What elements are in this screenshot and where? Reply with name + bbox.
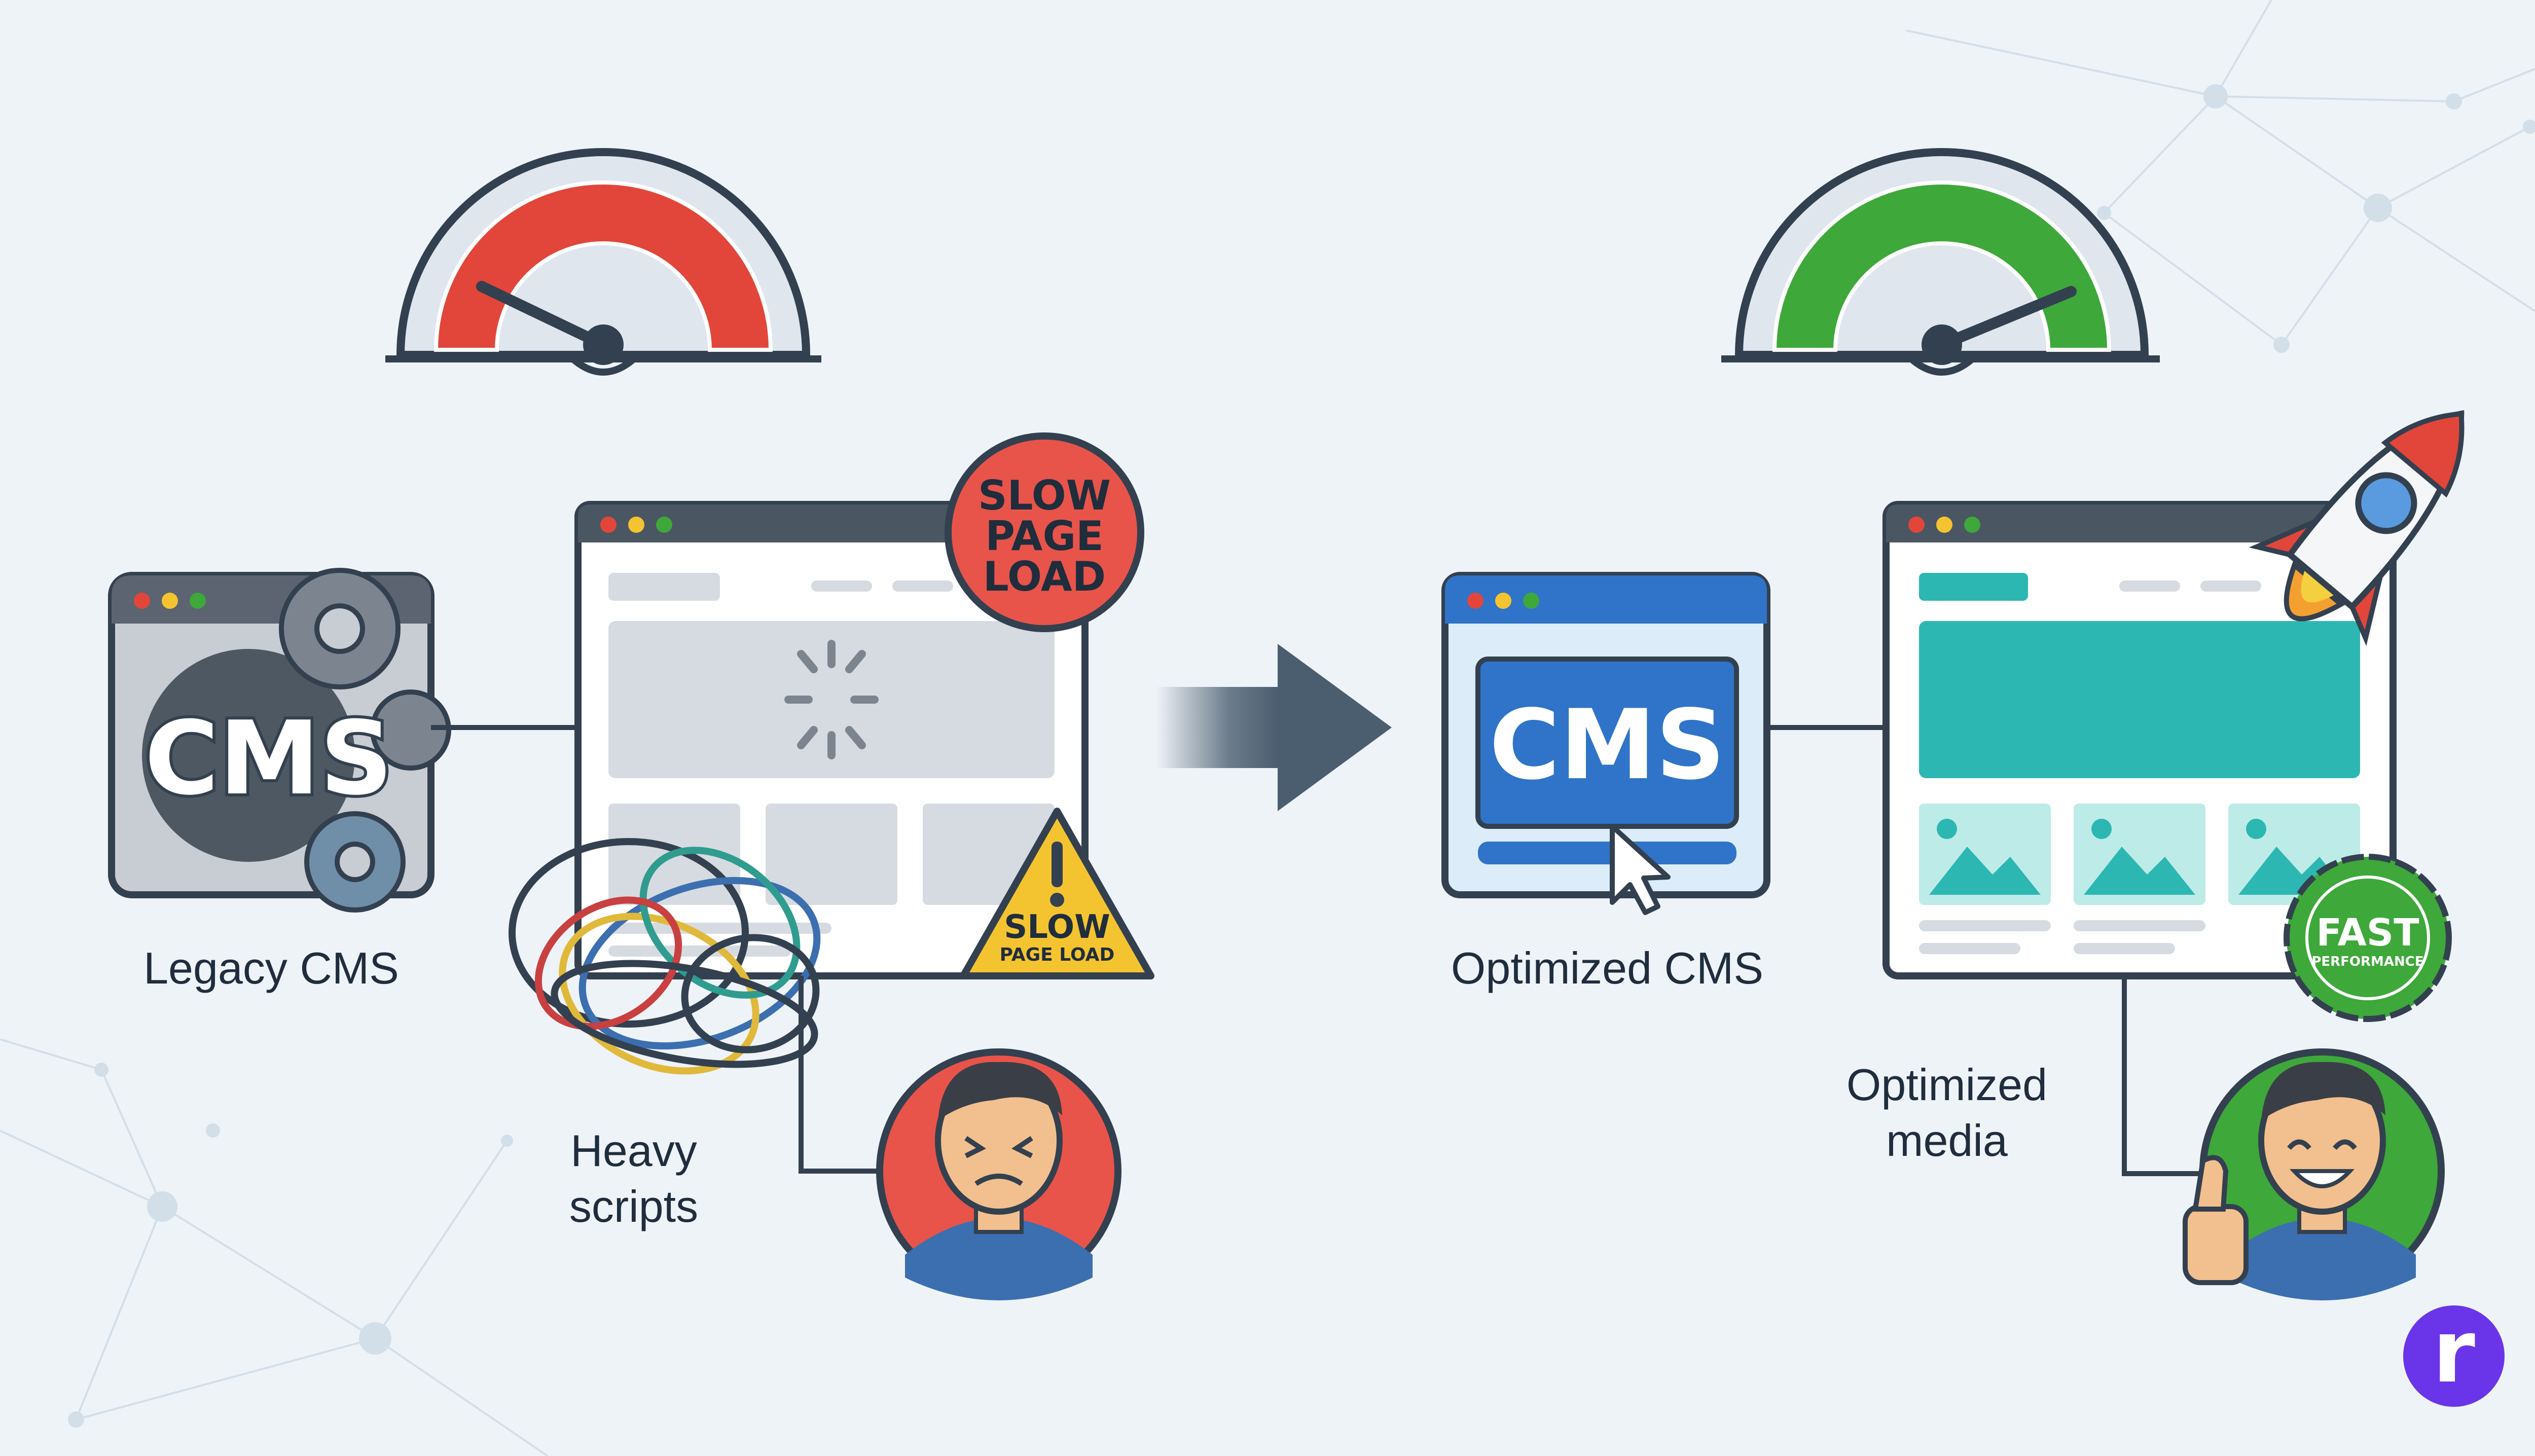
legacy-cms-icon-text: CMS <box>144 700 393 818</box>
sad-face-icon <box>876 1048 1121 1300</box>
fast-badge-line1: FAST <box>2316 911 2419 955</box>
optimized-cms-icon-text: CMS <box>1489 689 1725 801</box>
loading-spinner-icon <box>784 640 879 759</box>
fast-performance-badge: FAST PERFORMANCE <box>2284 854 2452 1022</box>
brand-logo-icon: r <box>2403 1302 2505 1407</box>
speedometer-fast-icon <box>1721 148 2160 376</box>
slow-page-load-badge: SLOW PAGE LOAD <box>945 432 1144 632</box>
heavy-scripts-label-line1: Heavy <box>570 1125 697 1176</box>
slow-badge-line1: SLOW <box>978 472 1111 519</box>
image-icon <box>2074 804 2205 905</box>
cursor-icon <box>1610 824 1671 915</box>
arrow-right-icon <box>1156 644 1392 811</box>
heavy-scripts-label-line2: scripts <box>569 1181 698 1231</box>
optimized-cms-label: Optimized CMS <box>1451 943 1763 993</box>
slow-warning-line1: SLOW <box>1004 908 1110 946</box>
fast-badge-line2: PERFORMANCE <box>2311 954 2423 969</box>
slow-badge-line2: PAGE <box>985 513 1104 560</box>
image-icon <box>1919 804 2051 905</box>
legacy-cms-window: CMS <box>108 568 451 913</box>
fast-browser-window <box>1882 501 2397 979</box>
gear-icon <box>142 649 355 862</box>
thumbs-up-icon <box>2183 1155 2249 1285</box>
legacy-cms-label: Legacy CMS <box>143 943 399 993</box>
slow-browser-window <box>574 501 1089 979</box>
slow-warning-line2: PAGE LOAD <box>1000 944 1115 965</box>
happy-face-icon <box>2199 1048 2445 1300</box>
optimized-cms-window: CMS <box>1441 572 1770 915</box>
tangled-wires-icon <box>509 838 821 1075</box>
warning-triangle-icon: SLOW PAGE LOAD <box>960 808 1154 979</box>
optimized-media-label-line2: media <box>1886 1115 2008 1166</box>
brand-logo-letter: r <box>2433 1302 2475 1402</box>
connector-line <box>799 976 882 1174</box>
rocket-icon <box>2249 410 2465 646</box>
speedometer-slow-icon <box>385 148 821 376</box>
connector-line <box>2122 976 2216 1176</box>
optimized-media-label-line1: Optimized <box>1846 1060 2047 1110</box>
slow-badge-line3: LOAD <box>983 553 1106 600</box>
